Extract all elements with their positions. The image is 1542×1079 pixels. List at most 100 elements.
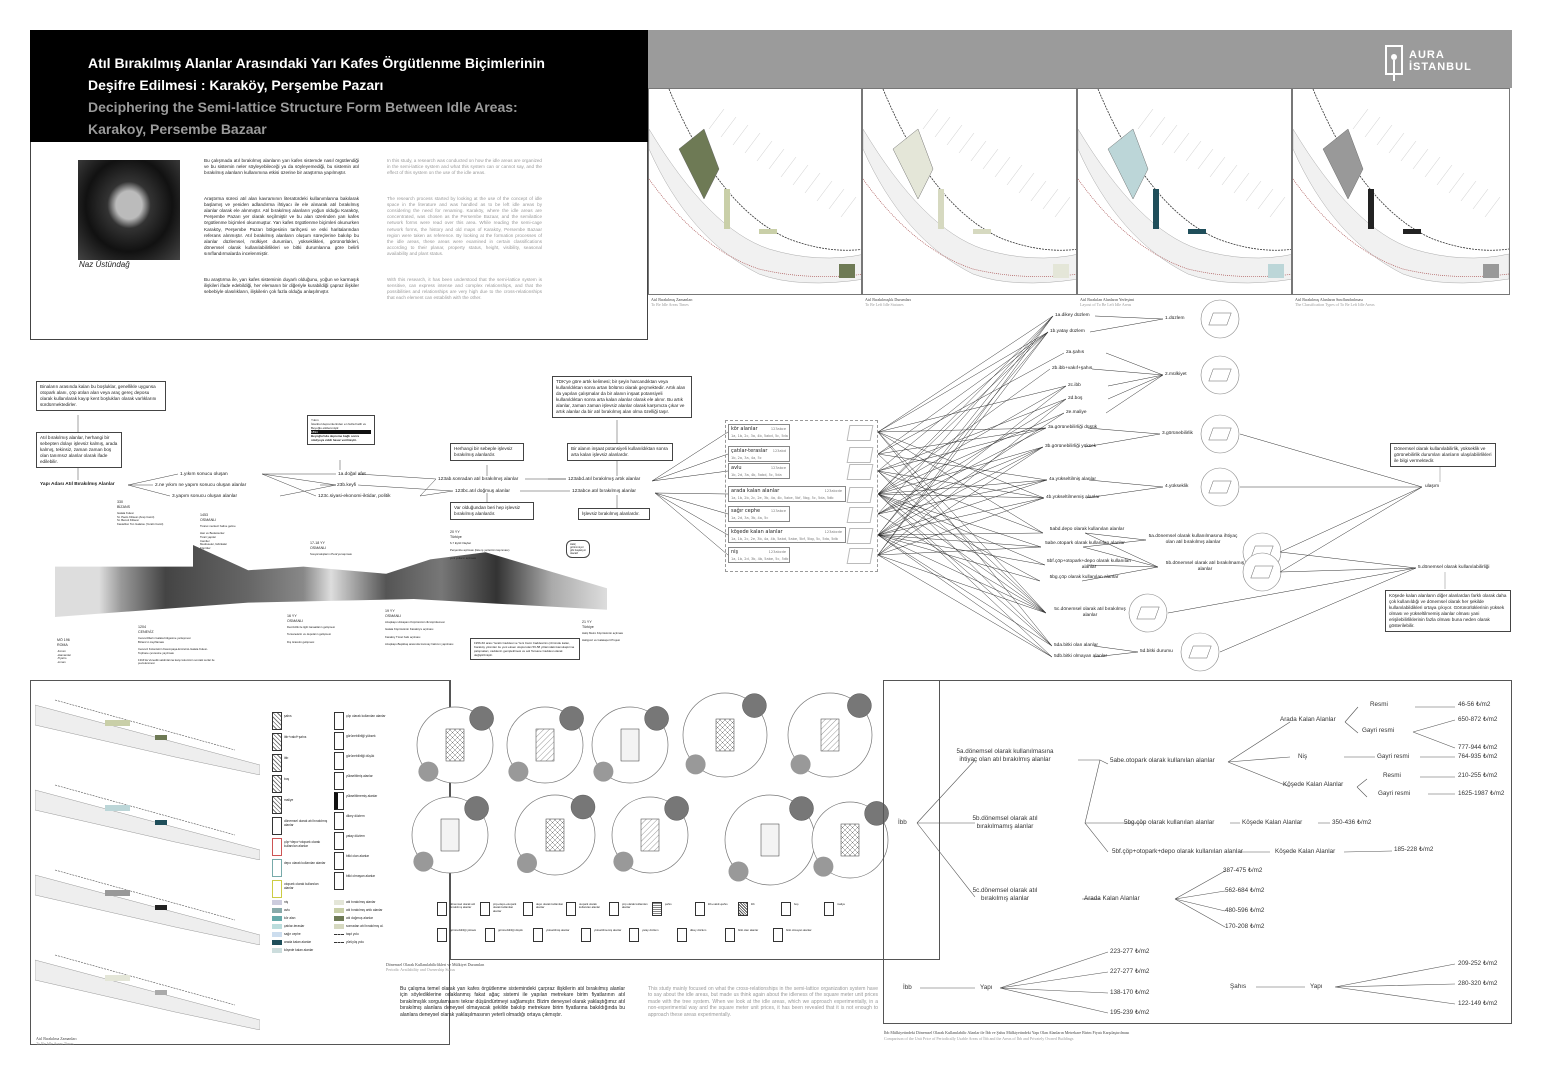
legend-label: yükseltilmemiş alanlar xyxy=(346,794,378,798)
idle-area-codes: 1a, 1b, 2d, 3b, 4b, 5abe, 5c, 5db xyxy=(731,557,789,561)
lattice-node-2a: 2a.şahıs xyxy=(1066,350,1085,355)
tree1-d: 1a.doğal afet xyxy=(338,472,366,477)
legend-label: atıl bırakılmış alanlar xyxy=(346,900,376,904)
legend-swatch xyxy=(485,928,495,942)
price-tree-node-t5c: 5c.dönemsel olarak atıl bırakılmış alanl… xyxy=(972,887,1038,902)
price-tree-node-sahis: Şahıs xyxy=(1230,983,1247,990)
lattice-edge xyxy=(877,368,1051,495)
site-map-2 xyxy=(862,88,1077,295)
legend-swatch xyxy=(533,928,543,942)
note-tdk: TDK'ye göre artık kelimesi; bir şeyin ha… xyxy=(552,376,692,418)
site-map-3 xyxy=(1077,88,1292,295)
tree1-g: 123ab.sonradan atıl bırakılmış alanlar xyxy=(438,477,519,482)
note-demolition-title: Yıkım xyxy=(311,418,319,422)
lattice-edge xyxy=(877,331,1049,536)
lattice-edge xyxy=(1086,564,1159,568)
timeline-text: Galata Kulesi St. Paolo Kilisesi (Arap C… xyxy=(117,511,164,526)
legend-swatch xyxy=(334,900,344,905)
lattice-edge xyxy=(877,479,1048,495)
price-tree-title: İbb Mülkiyetindeki Dönemsel Olarak Kulla… xyxy=(884,1030,1130,1035)
item-list-frame xyxy=(725,420,878,572)
logo-mark-icon xyxy=(1385,45,1403,81)
legend-label: dikey düzlem xyxy=(690,928,707,932)
idle-area-codes: 1a, 1b, 2c, 3a, 4b, 5abd, 5c, 5da xyxy=(731,434,788,438)
legend-swatch xyxy=(334,942,344,943)
lattice-node-5bf: 5bf.çöp+otopark+depo olarak kullanılan a… xyxy=(1047,559,1132,570)
price-tree-node-p8: 185-228 ₺/m2 xyxy=(1394,846,1434,853)
note-gaps: Binaların arasında kalan bu boşluklar, g… xyxy=(36,381,166,411)
stacked-map-3 xyxy=(34,865,261,946)
lattice-edge xyxy=(877,470,1045,499)
mid-panel-subtitle: Periodic Availability and Ownership Stat… xyxy=(386,967,456,972)
intro-tr-p2: Araştırma süreci atıl alan kavramının li… xyxy=(204,195,359,257)
lattice-edge xyxy=(1085,486,1164,499)
category-diagram-icon xyxy=(1200,355,1240,395)
idle-area-key: 123abcde xyxy=(824,530,842,534)
legend-swatch xyxy=(334,872,344,890)
lattice-edge xyxy=(1084,433,1161,448)
lattice-group-g3: 3.görünebilirlik xyxy=(1162,431,1193,436)
lattice-edge xyxy=(877,331,1049,455)
legend-label: taşıt yolu xyxy=(346,932,359,936)
legend-label: görünebilirliği düşük xyxy=(498,928,523,932)
lattice-node-5abe: 5abe.otopark olarak kullanılan alanlar xyxy=(1045,541,1125,546)
legend-label: bitki olmayan alanlar xyxy=(786,928,812,932)
lattice-edge xyxy=(877,479,1048,515)
legend-swatch xyxy=(773,928,783,942)
price-tree-node-ibb: İbb xyxy=(898,819,907,826)
lattice-edge xyxy=(877,446,1044,495)
lattice-edge xyxy=(877,385,1067,536)
lattice-node-1a: 1a.dikey düzlem xyxy=(1055,313,1090,318)
intro-panel: Naz Üstündağ Bu çalışmada atıl bırakılmı… xyxy=(30,142,648,340)
lattice-edge xyxy=(877,513,1047,614)
lattice-edge xyxy=(877,497,1045,536)
intro-tr-p1: Bu çalışmada atıl bırakılmış alanların y… xyxy=(204,158,359,176)
legend-label: dikey düzlem xyxy=(346,814,365,818)
site-photo-thumbnail xyxy=(664,796,689,821)
idle-area-codes: 1a, 1b, 2c, 2e, 3b, 4a, 4b, 5abd, 5abe, … xyxy=(731,537,838,541)
lattice-edge xyxy=(1107,374,1164,387)
lattice-edge xyxy=(1081,566,1159,582)
legend-label: çöp olarak kullanılan alanlar xyxy=(346,714,386,718)
legend-swatch xyxy=(437,928,447,942)
note-functionless: İşlevsiz bırakılmış alanlardır. xyxy=(578,508,650,520)
price-tree-node-p6: 1625-1987 ₺/m2 xyxy=(1458,790,1505,797)
lattice-edge xyxy=(877,385,1067,495)
lattice-node-5bg: 5bg.çöp olarak kullanılan alanlar xyxy=(1049,575,1119,580)
price-tree-node-p16: 195-239 ₺/m2 xyxy=(1110,1009,1150,1016)
site-photo-thumbnail xyxy=(789,796,814,821)
price-tree-node-nis: Niş xyxy=(1298,753,1308,760)
site-photo-thumbnail xyxy=(517,853,537,873)
legend-label: çatılar-teraslar xyxy=(284,924,305,928)
timeline-text: Haliç Metro Köprüsünün açılması Haliçpor… xyxy=(582,631,624,643)
lattice-edge xyxy=(877,479,1048,536)
site-photo-thumbnail xyxy=(847,693,872,718)
legend-label: çöp+depo+otopark olarak kullanılan alanl… xyxy=(284,840,321,848)
mid-panel-title: Dönemsel Olarak Kullanılabilirlikleri ve… xyxy=(386,962,485,967)
lattice-edge xyxy=(877,534,1046,566)
legend-swatch xyxy=(272,712,282,730)
lattice-edge xyxy=(877,493,1045,499)
legend-swatch xyxy=(334,772,344,790)
lattice-edge xyxy=(877,534,1047,614)
price-tree-subtitle: Comparison of the Unit Price of Periodic… xyxy=(884,1036,1074,1041)
lattice-edge xyxy=(1084,532,1159,568)
lattice-group-g5a: 5a.dönemsel olarak kullanılmasına ihtiya… xyxy=(1148,534,1238,545)
timeline-era: OSMANLI xyxy=(200,517,217,522)
lattice-edge xyxy=(877,532,1044,536)
legend-label: bitki olan alanlar xyxy=(346,854,370,858)
map-title-2: Atıl Bırakılmışlık Durumları xyxy=(865,297,911,302)
legend-swatch xyxy=(272,948,282,953)
legend-swatch xyxy=(695,902,705,916)
lattice-edge xyxy=(877,554,1053,658)
